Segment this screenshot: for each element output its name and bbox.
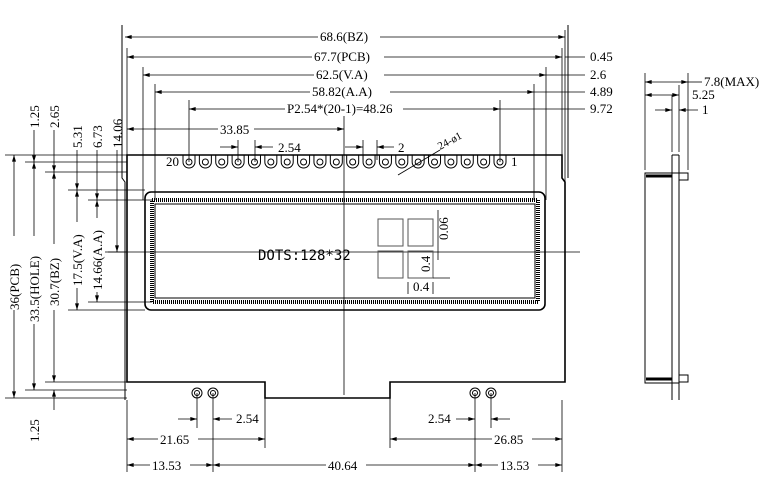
pin-pad: [493, 155, 507, 169]
dim-side-mid: 5.25: [692, 87, 715, 102]
dim-va-width: 62.5(V.A): [316, 67, 368, 82]
dim-va-height: 17.5(V.A): [70, 234, 85, 286]
pin-hole: [250, 158, 258, 166]
dim-r-pcb: 0.45: [590, 49, 613, 64]
pin-hole: [398, 158, 406, 166]
dim-bottom-1: 1.25: [27, 419, 42, 442]
dim-aa-width: 58.82(A.A): [312, 84, 372, 99]
dot-width: 0.4: [413, 279, 430, 294]
dot-gap: 0.06: [436, 217, 451, 240]
dim-hole-spacing: 33.5(HOLE): [27, 256, 42, 322]
dot-height: 0.4: [418, 255, 433, 272]
pin-pad: [198, 155, 212, 169]
pin-hole: [300, 158, 308, 166]
pin-hole: [365, 158, 373, 166]
dim-r-pitch: 9.72: [590, 101, 613, 116]
pin-pad: [428, 155, 442, 169]
pin-pad: [182, 155, 196, 169]
dim-hole-center: 40.64: [328, 458, 358, 473]
pin-hole: [381, 158, 389, 166]
dim-pin-pitch: 2.54: [278, 140, 301, 155]
pin-pad: [231, 155, 245, 169]
dim-top-2: 2.65: [47, 105, 62, 128]
dim-top-1: 1.25: [27, 105, 42, 128]
dim-r-aa: 4.89: [590, 84, 613, 99]
pin-pad: [264, 155, 278, 169]
pin-pad: [329, 155, 343, 169]
pin-hole: [201, 158, 209, 166]
pin-label-last: 1: [511, 154, 518, 169]
pin-pad: [297, 155, 311, 169]
pin-hole: [316, 158, 324, 166]
pin-row: [182, 155, 507, 169]
pin-pad: [280, 155, 294, 169]
pin-hole: [447, 158, 455, 166]
bezel: [144, 191, 546, 311]
pin-label-first: 20: [166, 154, 179, 169]
pin-hole: [431, 158, 439, 166]
side-view: 7.8(MAX) 5.25 1: [644, 73, 759, 400]
pin-pad: [346, 155, 360, 169]
pin-hole: [463, 158, 471, 166]
pin-pad: [362, 155, 376, 169]
pin-hole: [480, 158, 488, 166]
dim-left-edge: 21.65: [160, 432, 189, 447]
viewing-area: [150, 198, 540, 304]
dim-top-5: 14.06: [110, 118, 125, 148]
pin-pad: [313, 155, 327, 169]
pin-hole: [332, 158, 340, 166]
dim-pad: 2: [398, 140, 405, 155]
pin-pad: [411, 155, 425, 169]
pin-pad: [460, 155, 474, 169]
dots-label: DOTS:128*32: [258, 248, 351, 264]
dim-center-offset: 33.85: [220, 122, 249, 137]
pin-hole: [267, 158, 275, 166]
pin-pad: [395, 155, 409, 169]
hole-leader: [397, 149, 441, 176]
bottom-dimensions: 2.54 2.54 21.65 26.85 13.53 40.64 13.53: [126, 393, 563, 473]
dim-bz-height: 30.7(BZ): [47, 258, 62, 306]
dim-side-pcb: 1: [702, 102, 709, 117]
dim-r-va: 2.6: [590, 67, 607, 82]
pin-hole: [349, 158, 357, 166]
dim-left-hole: 13.53: [152, 458, 181, 473]
pcb-outline: [126, 154, 566, 399]
pin-hole: [283, 158, 291, 166]
dim-bottom-left-pitch: 2.54: [236, 411, 259, 426]
top-dimensions: 68.6(BZ) 67.7(PCB) 0.45 62.5(V.A) 2.6 58…: [124, 28, 613, 200]
dim-aa-height: 14.66(A.A): [90, 230, 105, 290]
dim-top-4: 6.73: [90, 125, 105, 148]
pin-hole: [414, 158, 422, 166]
pin-pad: [378, 155, 392, 169]
dim-bz-width: 68.6(BZ): [320, 29, 368, 44]
dim-pin-pitch-total: P2.54*(20-1)=48.26: [287, 101, 393, 116]
holes-note: 24-ø1: [436, 130, 464, 153]
dim-top-3: 5.31: [70, 125, 85, 148]
pin-pad: [247, 155, 261, 169]
pin-pad: [215, 155, 229, 169]
dim-side-max: 7.8(MAX): [704, 74, 759, 89]
left-dimensions: 36(PCB) 33.5(HOLE) 30.7(BZ) 17.5(V.A) 14…: [5, 105, 152, 442]
dim-pcb-height: 36(PCB): [7, 264, 22, 310]
dim-right-hole: 13.53: [500, 458, 529, 473]
pin-hole: [218, 158, 226, 166]
dim-right-edge: 26.85: [494, 432, 523, 447]
dim-bottom-right-pitch: 2.54: [428, 411, 451, 426]
dim-pcb-width: 67.7(PCB): [314, 49, 370, 64]
pin-pad: [477, 155, 491, 169]
pin-pad: [444, 155, 458, 169]
dot-detail: DOTS:128*32 0.4 0.06 0.4: [258, 210, 451, 294]
